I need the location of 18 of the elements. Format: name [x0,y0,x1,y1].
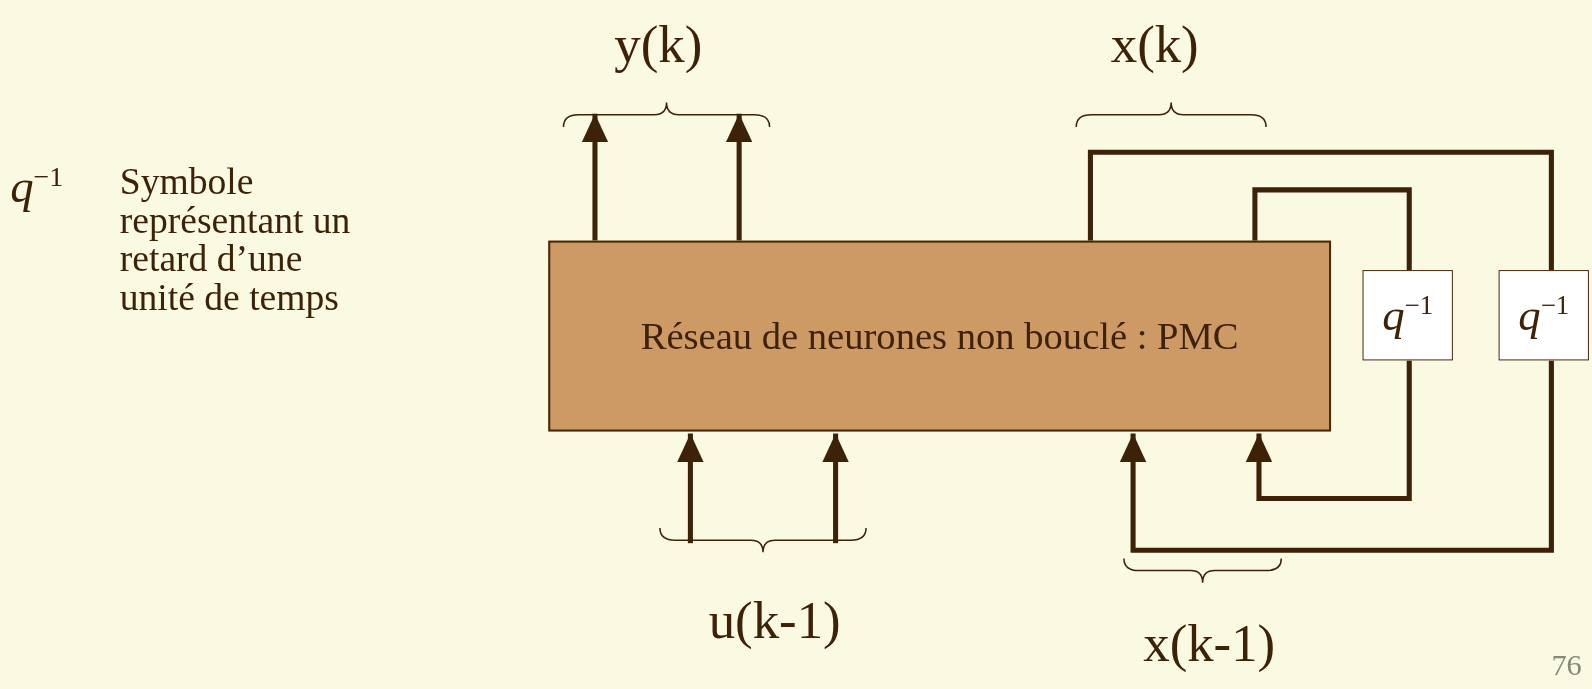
arrow [1119,360,1554,553]
delay-box: q$^{−1}$ [1362,270,1453,361]
legend-note: Symbole représentant un retard d’une unité de temps [119,162,352,318]
symbol-label: q$^{−1}$ [10,162,64,211]
connector-line [1252,187,1412,271]
arrow [581,113,609,241]
arrow [725,113,753,241]
signal-label: x(k-1) [1143,617,1276,671]
connector-line [1087,149,1554,271]
delay-box: q$^{−1}$ [1498,270,1589,361]
signal-label: x(k) [1110,18,1199,72]
arrow [822,433,849,544]
arrow [1245,360,1412,502]
signal-label: u(k-1) [708,593,841,647]
page-number: 76 [1551,649,1582,679]
signal-label: y(k) [614,18,703,72]
process-box: Réseau de neurones non bouclé : PMC [548,240,1332,432]
arrow [677,433,704,544]
